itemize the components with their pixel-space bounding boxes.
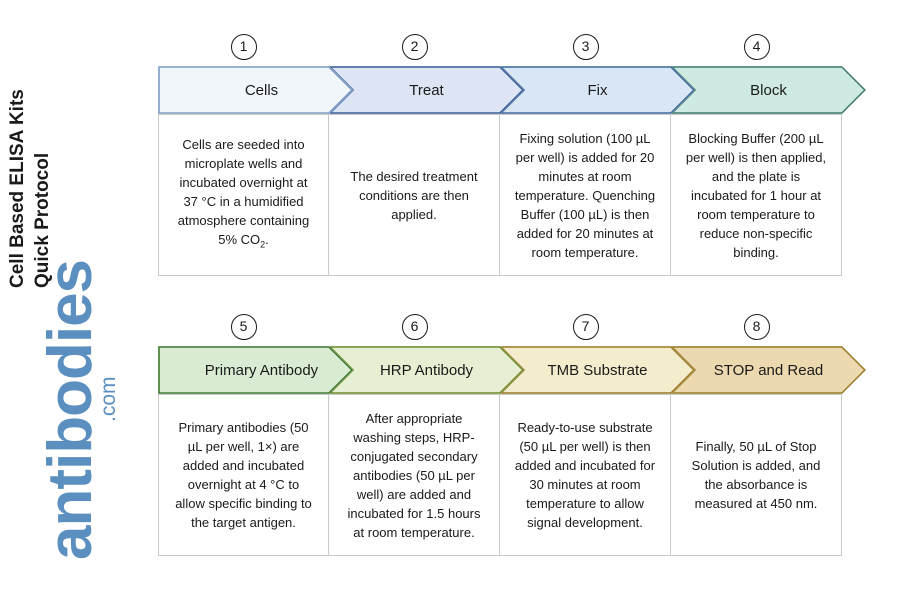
chevron-outline xyxy=(500,346,695,394)
process-row-2: 5 6 7 8 Primary Antibody HRP Antibody TMB Sub… xyxy=(158,312,866,556)
step-description-text-8: Finally, 50 µL of Stop Solution is added… xyxy=(691,439,821,511)
description-row-2: Primary antibodies (50 µL per well, 1×) … xyxy=(158,394,842,556)
step-description-cell-5: Primary antibodies (50 µL per well, 1×) … xyxy=(158,394,329,556)
chevron-outline xyxy=(329,346,524,394)
chevron-outline xyxy=(671,66,866,114)
step-number-4: 4 xyxy=(743,34,770,60)
step-description-text-7: Ready-to-use substrate (50 µL per well) … xyxy=(514,420,656,530)
description-row-1: Cells are seeded into microplate wells a… xyxy=(158,114,842,276)
chevron-bar-row-2: Primary Antibody HRP Antibody TMB Substrat… xyxy=(158,346,866,394)
chevron-outline xyxy=(329,66,524,114)
process-step-chevron-4[interactable]: Block xyxy=(671,66,866,114)
process-step-label-1: Cells xyxy=(244,81,279,99)
chevron-outline xyxy=(158,346,353,394)
step-description-cell-7: Ready-to-use substrate (50 µL per well) … xyxy=(500,394,671,556)
process-step-label-8: STOP and Read xyxy=(713,361,824,379)
step-description-cell-2: The desired treatment conditions are the… xyxy=(329,114,500,276)
process-step-label-4: Block xyxy=(750,81,787,99)
step-number-6: 6 xyxy=(401,314,428,340)
step-number-2: 2 xyxy=(401,34,428,60)
page-title: Cell Based ELISA Kits Quick Protocol xyxy=(0,0,160,300)
process-step-label-6: HRP Antibody xyxy=(379,361,474,379)
step-description-cell-1: Cells are seeded into microplate wells a… xyxy=(158,114,329,276)
chevron-bar-row-1: Cells Treat Fix Block xyxy=(158,66,866,114)
step-description-cell-6: After appropriate washing steps, HRP-con… xyxy=(329,394,500,556)
step-description-text-6: After appropriate washing steps, HRP-con… xyxy=(347,410,481,540)
step-numbers-row-1: 1 2 3 4 xyxy=(158,32,842,66)
process-row-1: 1 2 3 4 Cells Treat Fix Block Cells are seeded… xyxy=(158,32,866,276)
process-step-chevron-6[interactable]: HRP Antibody xyxy=(329,346,524,394)
step-description-cell-4: Blocking Buffer (200 µL per well) is the… xyxy=(671,114,842,276)
chevron-outline xyxy=(500,66,695,114)
process-step-chevron-2[interactable]: Treat xyxy=(329,66,524,114)
step-description-cell-3: Fixing solution (100 µL per well) is add… xyxy=(500,114,671,276)
step-number-3: 3 xyxy=(572,34,599,60)
step-number-8: 8 xyxy=(743,314,770,340)
chevron-outline xyxy=(158,66,353,114)
process-step-chevron-8[interactable]: STOP and Read xyxy=(671,346,866,394)
step-number-1: 1 xyxy=(230,34,257,60)
process-step-label-7: TMB Substrate xyxy=(547,361,648,379)
process-step-chevron-1[interactable]: Cells xyxy=(158,66,353,114)
process-step-label-3: Fix xyxy=(587,81,608,99)
process-step-chevron-3[interactable]: Fix xyxy=(500,66,695,114)
process-step-label-2: Treat xyxy=(409,81,444,99)
step-description-text-2: The desired treatment conditions are the… xyxy=(350,168,478,222)
step-number-7: 7 xyxy=(572,314,599,340)
step-numbers-row-2: 5 6 7 8 xyxy=(158,312,842,346)
step-number-5: 5 xyxy=(230,314,257,340)
brand-logo-name: antibodies xyxy=(36,259,105,560)
chevron-outline xyxy=(671,346,866,394)
brand-logo-tld: .com xyxy=(97,376,120,422)
step-description-cell-8: Finally, 50 µL of Stop Solution is added… xyxy=(671,394,842,556)
brand-logo: antibodies .com xyxy=(0,260,150,580)
step-description-text-4: Blocking Buffer (200 µL per well) is the… xyxy=(685,130,827,260)
process-step-label-5: Primary Antibody xyxy=(204,361,319,379)
page-title-line-1: Cell Based ELISA Kits xyxy=(7,89,28,288)
process-step-chevron-5[interactable]: Primary Antibody xyxy=(158,346,353,394)
step-description-text-3: Fixing solution (100 µL per well) is add… xyxy=(514,130,656,260)
process-step-chevron-7[interactable]: TMB Substrate xyxy=(500,346,695,394)
step-description-text-5: Primary antibodies (50 µL per well, 1×) … xyxy=(175,420,312,530)
step-description-text-1: Cells are seeded into microplate wells a… xyxy=(177,137,310,250)
